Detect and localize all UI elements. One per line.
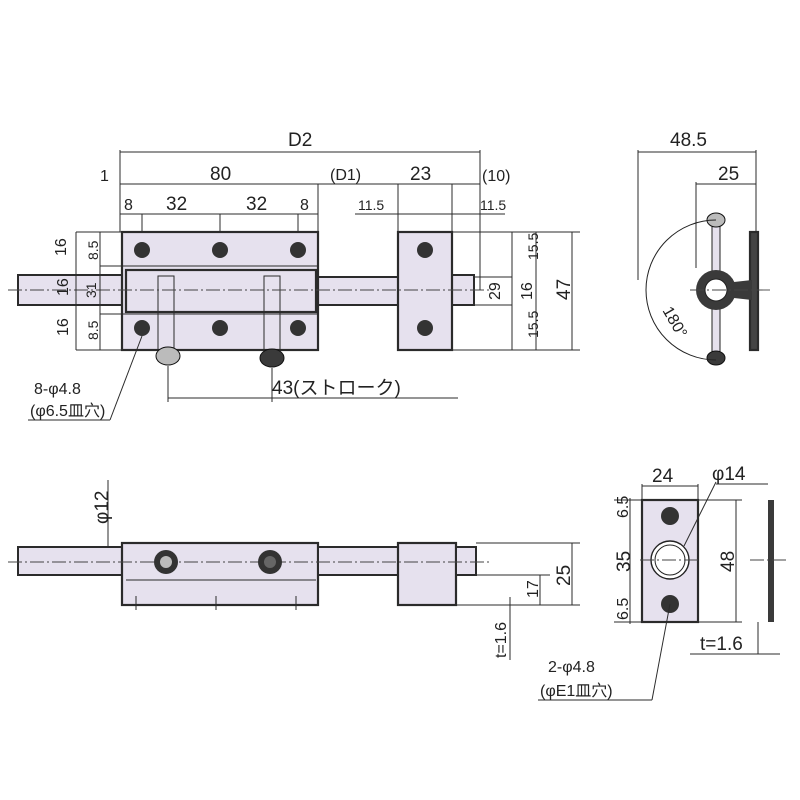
handle-knob	[259, 348, 285, 368]
dim-D2: D2	[288, 130, 312, 151]
bottom-body	[120, 541, 320, 607]
dim-10: (10)	[482, 168, 510, 185]
front-view: D2 1 80 (D1) 23 (10) 8 32 32 8 11.5 11.5…	[8, 130, 580, 421]
dim-23: 23	[410, 164, 431, 185]
holes-note-2: (φ6.5皿穴)	[30, 402, 105, 420]
dim-31: 31	[83, 282, 99, 298]
screw-hole	[290, 320, 306, 336]
dim-6-5a: 6.5	[615, 496, 632, 518]
stroke-label: 43(ストローク)	[272, 377, 401, 399]
dim-25-bottom: 25	[554, 565, 575, 586]
bolt-rod-middle	[317, 276, 401, 306]
dim-16c: 16	[55, 318, 72, 336]
dim-8b: 8	[300, 197, 309, 214]
strike-screw-hole	[661, 507, 679, 525]
dim-48: 48	[718, 551, 739, 572]
dim-25-side: 25	[718, 164, 739, 185]
bottom-rod-tip	[455, 546, 477, 576]
screw-hole	[417, 242, 433, 258]
dim-phi12: φ12	[92, 491, 113, 524]
handle-knob	[155, 346, 181, 366]
dim-11-5b: 11.5	[480, 197, 506, 213]
dim-16a: 16	[53, 238, 70, 256]
dim-24: 24	[652, 466, 674, 487]
strike-note-2: (φE1皿穴)	[540, 682, 613, 700]
strike-view: 24 φ14 6.5 35 6.5 48 t=1.6 2-φ4.8 (φE1皿穴…	[538, 464, 786, 701]
bolt-slider	[124, 268, 318, 314]
dim-6-5b: 6.5	[615, 598, 632, 620]
screw-hole	[134, 320, 150, 336]
holes-note-1: 8-φ4.8	[34, 381, 81, 398]
dim-48-5: 48.5	[670, 130, 707, 151]
strike-edge	[768, 500, 774, 622]
screw-hole	[134, 242, 150, 258]
dim-80: 80	[210, 164, 231, 185]
dim-16: 16	[519, 282, 536, 300]
dim-D1: (D1)	[330, 167, 361, 184]
screw-hole	[290, 242, 306, 258]
dim-47: 47	[554, 279, 575, 300]
dim-t-bottom: t=1.6	[493, 622, 510, 658]
dim-15-5a: 15.5	[525, 233, 541, 260]
bottom-view: φ12 17 25 t=1.6	[8, 480, 580, 660]
screw-hole	[212, 320, 228, 336]
dim-11-5a: 11.5	[358, 197, 384, 213]
dim-1: 1	[100, 168, 109, 185]
dim-8-5a: 8.5	[85, 240, 101, 260]
screw-hole	[417, 320, 433, 336]
dim-32b: 32	[246, 194, 267, 215]
dim-35: 35	[614, 551, 635, 572]
dim-8-5b: 8.5	[85, 320, 101, 340]
bottom-rod-middle	[317, 546, 399, 576]
screw-hole	[212, 242, 228, 258]
dim-17: 17	[525, 580, 542, 598]
bottom-rod-left	[17, 546, 123, 576]
dim-t-strike: t=1.6	[700, 634, 743, 655]
dim-15-5b: 15.5	[525, 311, 541, 338]
side-view: 48.5 25 180°	[637, 130, 770, 366]
dim-8a: 8	[124, 197, 133, 214]
dim-16b: 16	[55, 278, 72, 296]
dim-29: 29	[487, 282, 504, 300]
bottom-keeper	[396, 541, 458, 607]
strike-note-1: 2-φ4.8	[548, 659, 595, 676]
dim-32a: 32	[166, 194, 187, 215]
dim-phi14: φ14	[712, 464, 746, 485]
